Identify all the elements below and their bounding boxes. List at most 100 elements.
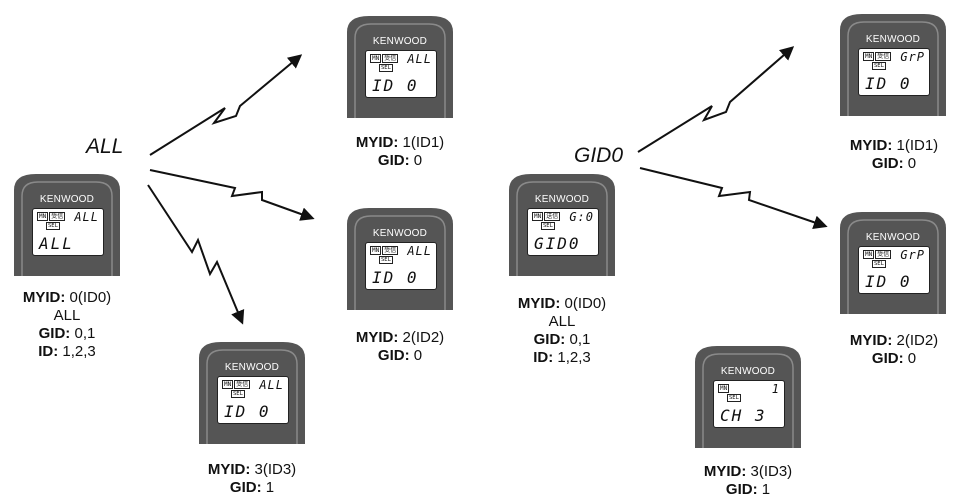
lcd-main-text: ALL bbox=[39, 234, 74, 253]
sel-indicator: SEL bbox=[379, 256, 393, 264]
mn-indicator: MN bbox=[863, 250, 875, 259]
mn-indicator: MN bbox=[718, 384, 730, 393]
gid-value: 0 bbox=[409, 347, 423, 364]
myid-key: MYID: bbox=[22, 289, 66, 306]
myid-value: 0(ID0) bbox=[560, 295, 607, 312]
all-flag: ALL bbox=[548, 313, 576, 330]
sel-indicator: SEL bbox=[541, 222, 555, 230]
gid-value: 1 bbox=[757, 481, 771, 498]
myid-key: MYID: bbox=[517, 295, 561, 312]
gid-key: GID: bbox=[725, 481, 758, 498]
lcd-top-text: GrP bbox=[900, 50, 925, 64]
lcd-main-text: GID0 bbox=[534, 234, 581, 253]
gid-key: GID: bbox=[229, 479, 262, 496]
myid-key: MYID: bbox=[355, 329, 399, 346]
sel-indicator: SEL bbox=[872, 260, 886, 268]
gid-value: 0,1 bbox=[70, 325, 96, 342]
gid-key: GID: bbox=[871, 350, 904, 367]
id-key: ID: bbox=[533, 349, 554, 366]
lcd-top-text: ALL bbox=[259, 378, 284, 392]
mn-indicator: MN bbox=[370, 54, 382, 63]
myid-value: 3(ID3) bbox=[746, 463, 793, 480]
brand-logo: KENWOOD bbox=[865, 232, 921, 243]
rx-indicator: 受信 bbox=[234, 380, 251, 389]
id-value: 1,2,3 bbox=[58, 343, 96, 360]
brand-logo: KENWOOD bbox=[865, 34, 921, 45]
gid-value: 0 bbox=[903, 350, 917, 367]
brand-logo: KENWOOD bbox=[39, 194, 95, 205]
myid-value: 2(ID2) bbox=[892, 332, 939, 349]
gid-value: 0 bbox=[903, 155, 917, 172]
caption-id3-left: MYID: 3(ID3) GID: 1 bbox=[188, 461, 316, 497]
caption-id1-left: MYID: 1(ID1) GID: 0 bbox=[336, 134, 464, 170]
mn-indicator: MN bbox=[370, 246, 382, 255]
caption-caller-left: MYID: 0(ID0) ALL GID: 0,1 ID: 1,2,3 bbox=[4, 289, 130, 361]
caption-id1-right: MYID: 1(ID1) GID: 0 bbox=[830, 137, 958, 173]
brand-logo: KENWOOD bbox=[534, 194, 590, 205]
all-flag: ALL bbox=[53, 307, 81, 324]
lcd-top-text: G:0 bbox=[569, 210, 594, 224]
sel-indicator: SEL bbox=[379, 64, 393, 72]
brand-logo: KENWOOD bbox=[720, 366, 776, 377]
arrow-to-id2-right bbox=[639, 167, 828, 229]
caption-id2-right: MYID: 2(ID2) GID: 0 bbox=[830, 332, 958, 368]
myid-value: 0(ID0) bbox=[65, 289, 112, 306]
id-key: ID: bbox=[38, 343, 59, 360]
rx-indicator: 受信 bbox=[382, 54, 399, 63]
arrow-to-id3-left bbox=[147, 184, 245, 325]
tx-indicator: 送信 bbox=[544, 212, 561, 221]
myid-key: MYID: bbox=[849, 137, 893, 154]
id-value: 1,2,3 bbox=[553, 349, 591, 366]
myid-value: 2(ID2) bbox=[398, 329, 445, 346]
gid-value: 0,1 bbox=[565, 331, 591, 348]
myid-value: 1(ID1) bbox=[398, 134, 445, 151]
caption-caller-right: MYID: 0(ID0) ALL GID: 0,1 ID: 1,2,3 bbox=[498, 295, 626, 367]
call-type-all: ALL bbox=[86, 135, 124, 158]
gid-key: GID: bbox=[377, 152, 410, 169]
sel-indicator: SEL bbox=[872, 62, 886, 70]
gid-value: 1 bbox=[261, 479, 275, 496]
gid-key: GID: bbox=[533, 331, 566, 348]
rx-indicator: 受信 bbox=[875, 250, 892, 259]
caption-id2-left: MYID: 2(ID2) GID: 0 bbox=[336, 329, 464, 365]
gid-key: GID: bbox=[871, 155, 904, 172]
myid-key: MYID: bbox=[703, 463, 747, 480]
call-type-gid0: GID0 bbox=[574, 144, 624, 167]
mn-indicator: MN bbox=[532, 212, 544, 221]
brand-logo: KENWOOD bbox=[372, 228, 428, 239]
lcd-main-text: ID 0 bbox=[372, 268, 419, 287]
lcd-main-text: ID 0 bbox=[865, 272, 912, 291]
myid-value: 3(ID3) bbox=[250, 461, 297, 478]
lcd-main-text: ID 0 bbox=[865, 74, 912, 93]
sel-indicator: SEL bbox=[46, 222, 60, 230]
lcd-top-text: ALL bbox=[74, 210, 99, 224]
rx-indicator: 受信 bbox=[875, 52, 892, 61]
mn-indicator: MN bbox=[222, 380, 234, 389]
radio-id3-right: KENWOOD MN SEL 1 CH 3 bbox=[689, 344, 807, 448]
arrow-to-id2-left bbox=[149, 169, 315, 221]
myid-value: 1(ID1) bbox=[892, 137, 939, 154]
gid-key: GID: bbox=[377, 347, 410, 364]
caption-id3-right: MYID: 3(ID3) GID: 1 bbox=[684, 463, 812, 499]
rx-indicator: 受信 bbox=[49, 212, 66, 221]
lcd-screen: MN SEL 1 CH 3 bbox=[713, 380, 785, 428]
lcd-main-text: ID 0 bbox=[224, 402, 271, 421]
myid-key: MYID: bbox=[355, 134, 399, 151]
sel-indicator: SEL bbox=[727, 394, 741, 402]
sel-indicator: SEL bbox=[231, 390, 245, 398]
lcd-top-text: GrP bbox=[900, 248, 925, 262]
mn-indicator: MN bbox=[863, 52, 875, 61]
lcd-main-text: CH 3 bbox=[720, 406, 767, 425]
